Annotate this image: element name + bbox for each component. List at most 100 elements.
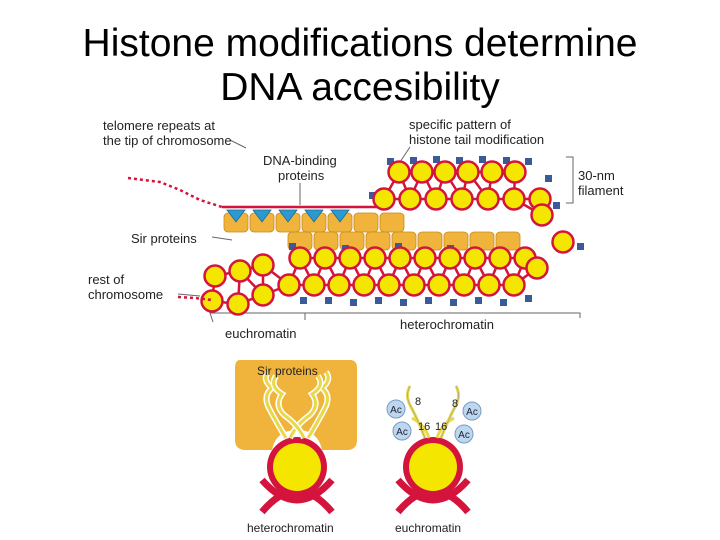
title: Histone modifications determine DNA acce… [0,22,720,110]
dna-binding-proteins [226,209,350,223]
label-sir-proteins: Sir proteins [131,231,197,246]
label-inset-sir: Sir proteins [257,364,318,378]
leader-lines [177,139,581,323]
label-heterochromatin: heterochromatin [400,317,494,332]
nucleosome [377,273,401,297]
nucleosome [251,283,275,307]
ac-mark-bottom-left: Ac [392,421,412,441]
nucleosome [228,259,252,283]
title-line-1: Histone modifications determine [82,22,638,65]
svg-text:Ac: Ac [390,405,402,416]
inset-heterochromatin [235,360,357,515]
nucleosome [450,187,474,211]
nucleosome [363,246,387,270]
nucleosome [372,187,396,211]
histone-mark [369,192,376,199]
nucleosome [313,246,337,270]
nucleosome [327,273,351,297]
dna-binding-protein [226,209,246,223]
nucleosome [387,160,411,184]
histone-mark [300,297,307,304]
label-specific-line1: specific pattern of [409,117,511,132]
nucleosome [424,187,448,211]
dna-binding-protein [278,209,298,223]
label-inset-heterochromatin: heterochromatin [247,521,334,535]
histone-mark [525,158,532,165]
histone-mark [525,295,532,302]
label-telomere-line1: telomere repeats at [103,118,216,133]
histone-mark [450,299,457,306]
nucleosome [203,264,227,288]
label-telomere-line2: the tip of chromosome [103,133,232,148]
title-line-2: DNA accesibility [220,66,500,109]
label-dna-binding-line1: DNA-binding [263,153,337,168]
nucleosome [502,187,526,211]
nucleosome [277,273,301,297]
nucleosome [288,246,312,270]
nucleosome [456,160,480,184]
nucleosome [551,230,575,254]
dna-binding-protein [330,209,350,223]
nucleosome [530,203,554,227]
label-dna-binding-line2: proteins [278,168,325,183]
label-chromosome: chromosome [88,287,164,302]
nucleosome [226,292,250,316]
label-inset-euchromatin: euchromatin [395,521,462,535]
nucleosome [480,160,504,184]
ac-mark-top-right: Ac [462,401,482,421]
label-rest-of: rest of [88,272,125,287]
histone-mark [577,243,584,250]
svg-text:Ac: Ac [458,430,470,441]
nucleosome [488,246,512,270]
telomere-dna [127,176,223,209]
nucleosome [413,246,437,270]
ac-mark-bottom-right: Ac [454,424,474,444]
histone-mark [400,299,407,306]
ac-mark-top-left: Ac [386,399,406,419]
nucleosome [338,246,362,270]
nucleosome [251,253,275,277]
dna-binding-protein [252,209,272,223]
histone-mark [350,299,357,306]
nucleosome [402,273,426,297]
inset-nucleosome [273,443,321,491]
nucleosome [463,246,487,270]
residue-8-left: 8 [415,396,421,408]
histone-mark [425,297,432,304]
nucleosome [477,273,501,297]
nucleosome [410,160,434,184]
nucleosome [503,160,527,184]
svg-text:Ac: Ac [466,407,478,418]
histone-mark [503,157,510,164]
nucleosome [433,160,457,184]
nucleosome [302,273,326,297]
label-30nm: 30-nm [578,168,615,183]
histone-mark [545,175,552,182]
nucleosome [452,273,476,297]
label-euchromatin: euchromatin [225,326,297,341]
histone-mark [289,243,296,250]
histone-mark [456,157,463,164]
nucleosome-layer [200,160,575,316]
residue-16-right: 16 [435,421,447,433]
histone-mark [325,297,332,304]
nucleosome [502,273,526,297]
histone-mark [500,299,507,306]
residue-8-right: 8 [452,398,458,410]
inset-euchromatin: Ac Ac Ac Ac 8 8 16 16 [386,385,482,515]
histone-mark [433,156,440,163]
nucleosome [352,273,376,297]
sir-protein [379,212,405,233]
residue-16-left: 16 [418,421,430,433]
label-filament: filament [578,183,624,198]
histone-mark [553,202,560,209]
histone-mark [375,297,382,304]
nucleosome [427,273,451,297]
label-specific-line2: histone tail modification [409,132,545,147]
nucleosome [200,289,224,313]
histone-mark [475,297,482,304]
histone-mark [479,156,486,163]
dna-binding-protein [304,209,324,223]
nucleosome [476,187,500,211]
